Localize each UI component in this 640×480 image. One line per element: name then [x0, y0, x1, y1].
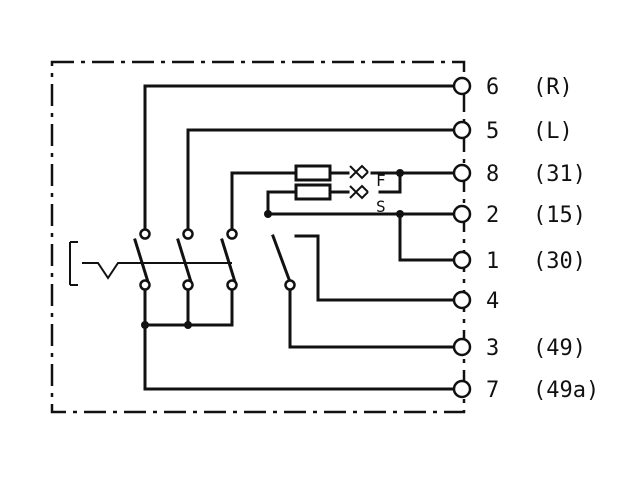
contact-point	[226, 279, 238, 291]
wire-terminal-5	[186, 128, 454, 234]
terminal-2	[452, 204, 472, 224]
terminal-4	[452, 290, 472, 310]
junction-dot	[184, 321, 192, 329]
wire-terminal-3	[288, 283, 454, 349]
contact-point	[182, 279, 194, 291]
terminal-number: 8	[486, 162, 499, 187]
terminal-number: 4	[486, 289, 499, 314]
terminal-number: 1	[486, 249, 499, 274]
wire-common-bus	[143, 283, 234, 327]
terminal-1	[452, 250, 472, 270]
wire-terminal-7	[143, 283, 454, 391]
junction-dot	[264, 210, 272, 218]
wire-terminal-6	[143, 84, 454, 234]
terminal-signal: (R)	[533, 75, 573, 100]
terminal-signal: (15)	[533, 203, 586, 228]
relay-coil-symbol	[349, 164, 369, 200]
contact-point	[226, 228, 238, 240]
junction-dot	[396, 169, 404, 177]
terminal-6	[452, 76, 472, 96]
relay-label-f: F	[376, 171, 386, 190]
terminal-signal: (31)	[533, 162, 586, 187]
enclosure-frame	[50, 60, 466, 414]
terminal-7	[452, 379, 472, 399]
switch-blade-3	[220, 238, 237, 284]
terminal-number: 3	[486, 336, 499, 361]
contact-point	[139, 279, 151, 291]
switch-blade-2	[176, 238, 193, 284]
terminal-signal: (30)	[533, 249, 586, 274]
terminal-number: 5	[486, 119, 499, 144]
relay-label-s: S	[376, 197, 386, 216]
resistor-lower	[294, 183, 332, 201]
terminal-signal: (49)	[533, 336, 586, 361]
terminal-5	[452, 120, 472, 140]
terminal-signal: (L)	[533, 119, 573, 144]
switch-actuator	[69, 241, 232, 286]
terminal-8	[452, 163, 472, 183]
wire-terminal-2	[266, 190, 454, 216]
switch-blade-1	[133, 238, 150, 284]
wire-terminal-8	[230, 171, 454, 234]
switch-blade-4	[271, 234, 292, 284]
terminal-signal: (49a)	[533, 378, 599, 403]
terminal-3	[452, 337, 472, 357]
wire-terminal-1	[398, 212, 454, 262]
junction-dot	[141, 321, 149, 329]
contact-point	[139, 228, 151, 240]
terminal-number: 7	[486, 378, 499, 403]
contact-point	[284, 279, 296, 291]
contact-point	[182, 228, 194, 240]
terminal-number: 2	[486, 203, 499, 228]
junction-dot	[396, 210, 404, 218]
resistor-upper	[294, 164, 332, 182]
wire-relay-tap	[378, 171, 402, 194]
terminal-number: 6	[486, 75, 499, 100]
wire-terminal-4	[294, 234, 454, 302]
